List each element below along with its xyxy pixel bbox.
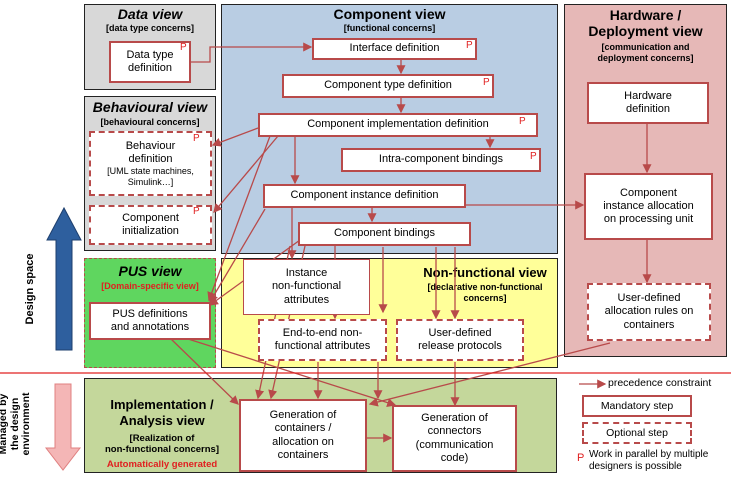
generation-of-containers-box: Generation of containers / allocation on…: [239, 399, 367, 472]
intra-component-bindings-box: Intra-component bindings: [341, 148, 541, 172]
component-initialization-box: Component initialization: [89, 205, 212, 245]
parallel-marker: P: [466, 40, 473, 51]
component-implementation-definition-box: Component implementation definition: [258, 113, 538, 137]
parallel-marker: P: [530, 151, 537, 162]
instance-nonfunctional-attributes-box: Instance non-functional attributes: [243, 259, 370, 315]
managed-arrow: [44, 383, 82, 471]
component-type-definition-box: Component type definition: [282, 74, 494, 98]
parallel-marker: P: [193, 133, 200, 144]
parallel-marker: P: [483, 77, 490, 88]
pus-view-title: PUS view: [118, 263, 182, 279]
parallel-marker: P: [180, 42, 187, 53]
user-defined-allocation-rules-box: User-defined allocation rules on contain…: [587, 283, 711, 341]
behaviour-definition-box: Behaviour definition [UML state machines…: [89, 131, 212, 196]
implementation-auto-label: Automatically generated: [106, 459, 218, 470]
component-instance-allocation-box: Component instance allocation on process…: [584, 173, 713, 240]
behavioural-view-title: Behavioural view: [92, 99, 208, 115]
nonfunctional-view-title: Non-functional view: [423, 265, 547, 280]
component-instance-definition-box: Component instance definition: [263, 184, 466, 208]
end-to-end-nonfunctional-box: End-to-end non- functional attributes: [258, 319, 387, 361]
data-type-definition-box: Data type definition: [109, 41, 191, 83]
parallel-marker: P: [193, 206, 200, 217]
implementation-view-subtitle: [Realization of non-functional concerns]: [105, 433, 219, 456]
legend-precedence-label: precedence constraint: [608, 377, 712, 389]
pus-view-subtitle: [Domain-specific view]: [101, 281, 199, 291]
data-view-subtitle: [data type concerns]: [105, 23, 195, 33]
component-view-title: Component view: [333, 6, 446, 22]
component-view-subtitle: [functional concerns]: [343, 23, 436, 33]
hardware-view-subtitle: [communication and deployment concerns]: [597, 42, 694, 63]
hardware-view-title: Hardware / Deployment view: [588, 7, 703, 40]
managed-by-label: Managed by the design environment: [0, 392, 33, 456]
pus-definitions-box: PUS definitions and annotations: [89, 302, 211, 340]
data-view-title: Data view: [117, 6, 183, 22]
parallel-marker: P: [519, 116, 526, 127]
design-space-arrow: [46, 206, 82, 351]
component-bindings-box: Component bindings: [298, 222, 471, 246]
behaviour-definition-note: [UML state machines, Simulink…]: [107, 165, 194, 187]
nonfunctional-view-subtitle: [declarative non-functional concerns]: [427, 282, 543, 303]
implementation-view-title: Implementation / Analysis view: [110, 397, 214, 428]
behavioural-view-subtitle: [behavioural concerns]: [100, 117, 200, 127]
behaviour-definition-label: Behaviour definition: [125, 139, 176, 165]
user-defined-release-protocols-box: User-defined release protocols: [396, 319, 524, 361]
generation-of-connectors-box: Generation of connectors (communication …: [392, 405, 517, 472]
hardware-definition-box: Hardware definition: [587, 82, 709, 124]
legend-parallel-label: Work in parallel by multiple designers i…: [589, 449, 709, 472]
design-space-label: Design space: [24, 253, 36, 325]
legend-mandatory-box: Mandatory step: [582, 395, 692, 417]
interface-definition-box: Interface definition: [312, 38, 477, 60]
legend-optional-box: Optional step: [582, 422, 692, 444]
legend-parallel-marker: P: [577, 452, 585, 464]
